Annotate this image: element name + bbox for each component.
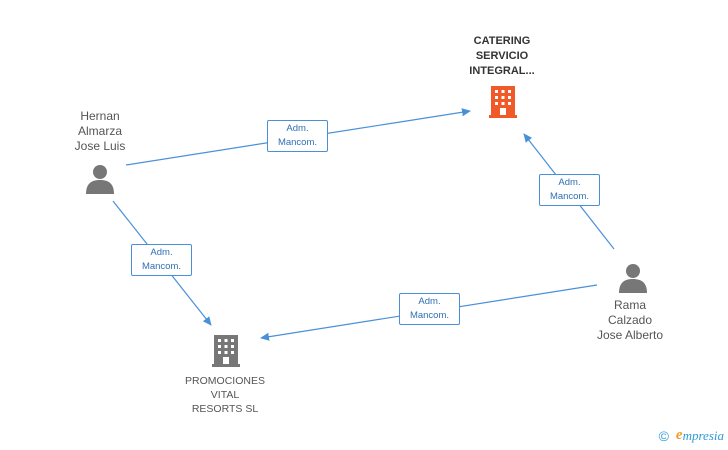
building-icon[interactable] bbox=[212, 335, 240, 367]
edge-label-line1: Adm. bbox=[286, 123, 309, 134]
edge-label-rama-promociones: Adm. Mancom. bbox=[399, 293, 460, 325]
edge-label-line2: Mancom. bbox=[409, 310, 450, 321]
brand-logo-initial: e bbox=[675, 427, 683, 443]
person-icon[interactable] bbox=[86, 165, 114, 194]
edge-label-hernan-catering: Adm. Mancom. bbox=[267, 120, 328, 152]
edge-label-hernan-promociones: Adm. Mancom. bbox=[131, 244, 192, 276]
edge-label-line2: Mancom. bbox=[549, 191, 590, 202]
brand-logo-text: mpresia bbox=[682, 427, 724, 443]
edge-label-line1: Adm. bbox=[418, 296, 441, 307]
edge-label-line1: Adm. bbox=[150, 247, 173, 258]
person-label-rama[interactable]: Rama Calzado Jose Alberto bbox=[596, 298, 664, 342]
edge-label-line2: Mancom. bbox=[141, 261, 182, 272]
person-icon[interactable] bbox=[619, 264, 647, 293]
company-label-catering[interactable]: CATERING SERVICIO INTEGRAL... bbox=[469, 35, 535, 77]
edge-label-line1: Adm. bbox=[558, 177, 581, 188]
person-label-hernan[interactable]: Hernan Almarza Jose Luis bbox=[74, 109, 126, 153]
building-icon[interactable] bbox=[489, 86, 517, 118]
company-label-promociones[interactable]: PROMOCIONES VITAL RESORTS SL bbox=[185, 375, 265, 415]
copyright-icon: © bbox=[658, 427, 669, 444]
edge-label-rama-catering: Adm. Mancom. bbox=[539, 174, 600, 206]
edge-label-line2: Mancom. bbox=[277, 137, 318, 148]
